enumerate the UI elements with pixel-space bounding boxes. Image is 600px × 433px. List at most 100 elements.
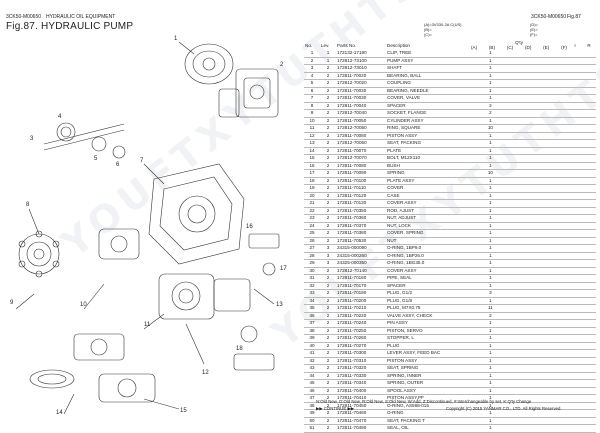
row-qty-a: 1 xyxy=(470,177,511,185)
row-no: 37 xyxy=(304,319,320,328)
row-qty-empty xyxy=(556,214,568,223)
row-qty-empty xyxy=(522,252,534,260)
row-qty-empty xyxy=(522,117,534,125)
row-no: 24 xyxy=(304,222,320,230)
row-qty-empty xyxy=(522,214,534,223)
row-r xyxy=(582,267,596,275)
row-qty-empty xyxy=(545,327,557,335)
row-r xyxy=(582,417,596,425)
row-qty-empty xyxy=(533,132,546,140)
row-qty-a: 1 xyxy=(470,139,511,148)
row-qty-empty xyxy=(545,162,557,170)
row-no: 29 xyxy=(304,259,320,268)
row-r xyxy=(582,162,596,170)
row-r xyxy=(582,259,596,268)
row-no: 51 xyxy=(304,424,320,433)
row-i xyxy=(568,424,582,433)
model-legend: (A)=3V330-2A C(US) (B)= (C)= xyxy=(424,22,462,37)
row-i xyxy=(568,402,582,410)
callout-8: 8 xyxy=(26,202,30,208)
row-description: NUT, ADJUST xyxy=(386,214,470,223)
col-r: R xyxy=(587,42,591,48)
row-qty-empty xyxy=(510,124,523,133)
row-qty-empty xyxy=(556,252,568,260)
row-qty-empty xyxy=(522,94,534,103)
row-qty-empty xyxy=(556,222,568,230)
row-qty-empty xyxy=(545,102,557,110)
row-r xyxy=(582,297,596,305)
row-description: O-RING, 1BP9.0 xyxy=(386,244,470,253)
row-qty-empty xyxy=(545,64,557,73)
row-qty-empty xyxy=(533,424,546,433)
row-qty-a: 1 xyxy=(470,342,511,350)
callout-9: 9 xyxy=(10,300,14,306)
row-no: 19 xyxy=(304,184,320,193)
row-parts-no: 172811-70120 xyxy=(336,192,386,200)
row-parts-no: 172811-70070 xyxy=(336,147,386,155)
row-qty-empty xyxy=(556,349,568,358)
row-qty-empty xyxy=(533,244,546,253)
row-qty-empty xyxy=(522,409,534,418)
row-description: PIPE, SEAL xyxy=(386,274,470,283)
continue-link[interactable]: ▶▶ CONTINUE ▶▶ xyxy=(316,406,355,411)
row-qty-empty xyxy=(533,124,546,133)
row-qty-empty xyxy=(522,177,534,185)
row-i xyxy=(568,282,582,290)
row-qty-empty xyxy=(522,297,534,305)
row-r xyxy=(582,312,596,320)
row-qty-empty xyxy=(522,342,534,350)
page-title: Fig.87. HYDRAULIC PUMP xyxy=(6,21,134,32)
